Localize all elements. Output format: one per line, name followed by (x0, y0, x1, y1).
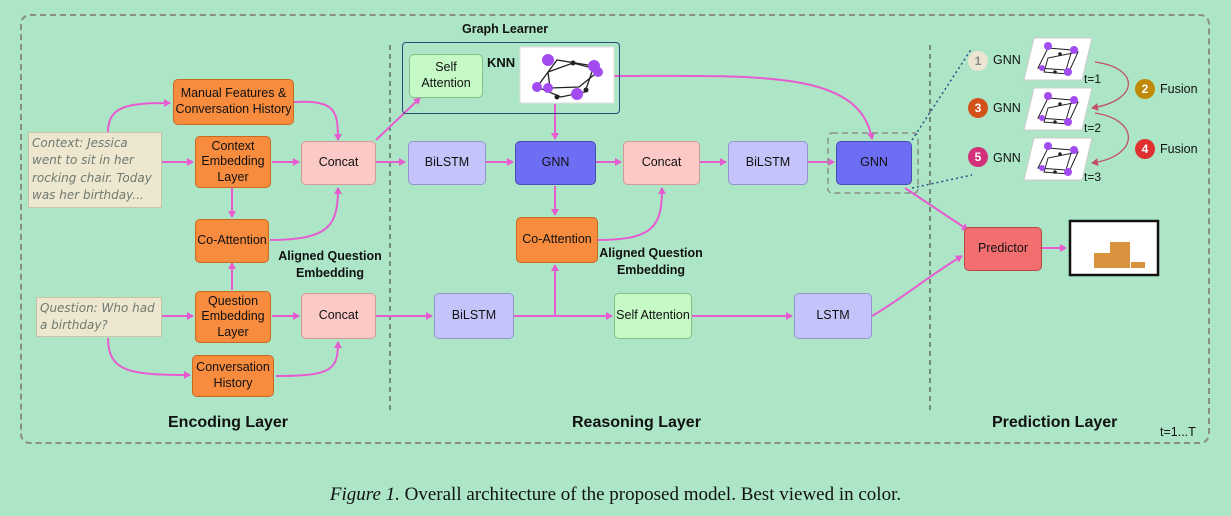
diagram-frame (20, 14, 1210, 444)
caption-text: Overall architecture of the proposed mod… (399, 484, 902, 505)
step-1-badge: 1 (968, 51, 988, 71)
knn-label: KNN (487, 55, 516, 70)
figure-caption: Figure 1. Overall architecture of the pr… (0, 484, 1231, 506)
reasoning-gnn: GNN (515, 141, 596, 185)
time-label-2: t=2 (1084, 121, 1102, 135)
encoding-co-attention-box: Co-Attention (195, 219, 269, 263)
reasoning-self-attention-box: Self Attention (614, 293, 692, 339)
reasoning-bilstm-bottom: BiLSTM (434, 293, 514, 339)
question-embedding-box: Question Embedding Layer (195, 291, 271, 343)
conversation-history-box: Conversation History (192, 355, 274, 397)
step-graph-t3 (1023, 137, 1093, 181)
encoding-concat-bottom: Concat (301, 293, 376, 339)
step-graph-t1 (1023, 37, 1093, 81)
step-2-label: Fusion (1160, 82, 1198, 96)
zoom-line-top (911, 47, 973, 141)
reasoning-aligned-question-label: Aligned Question Embedding (599, 246, 703, 277)
time-range-label: t=1...T (1160, 425, 1196, 439)
context-input-text: Context: Jessica went to sit in her rock… (28, 132, 162, 208)
graph-learner-box (402, 42, 620, 114)
reasoning-co-attention-box: Co-Attention (516, 217, 598, 263)
question-input-text: Question: Who had a birthday? (36, 297, 162, 337)
figure-number: Figure 1. (329, 484, 400, 505)
reasoning-layer-label: Reasoning Layer (572, 414, 701, 431)
graph-self-attention-box: Self Attention (409, 54, 483, 98)
step-3-badge: 3 (968, 98, 988, 118)
predictor-box: Predictor (964, 227, 1042, 271)
reasoning-concat: Concat (623, 141, 700, 185)
context-embedding-box: Context Embedding Layer (195, 136, 271, 188)
output-span-image (1068, 219, 1160, 277)
prediction-layer-label: Prediction Layer (992, 414, 1118, 431)
encoding-aligned-question-label: Aligned Question Embedding (278, 249, 382, 280)
encoding-layer-label: Encoding Layer (168, 414, 289, 431)
reasoning-bilstm-top: BiLSTM (408, 141, 486, 185)
manual-features-box: Manual Features & Conversation History (173, 79, 294, 125)
step-graph-t2 (1023, 87, 1093, 131)
prediction-gnn: GNN (836, 141, 912, 185)
step-3-label: GNN (993, 101, 1021, 115)
zoom-line-bottom (911, 174, 973, 189)
reasoning-lstm-box: LSTM (794, 293, 872, 339)
step-2-badge: 2 (1135, 79, 1155, 99)
time-label-3: t=3 (1084, 170, 1102, 184)
encoding-concat-top: Concat (301, 141, 376, 185)
step-5-badge: 5 (968, 147, 988, 167)
reasoning-bilstm-top2: BiLSTM (728, 141, 808, 185)
step-4-badge: 4 (1135, 139, 1155, 159)
step-5-label: GNN (993, 151, 1021, 165)
graph-learner-graph-image (519, 46, 615, 104)
time-label-1: t=1 (1084, 72, 1102, 86)
gnn-zoom-outline (827, 132, 919, 194)
step-1-label: GNN (993, 53, 1021, 67)
step-4-label: Fusion (1160, 142, 1198, 156)
graph-learner-label: Graph Learner (462, 22, 549, 36)
